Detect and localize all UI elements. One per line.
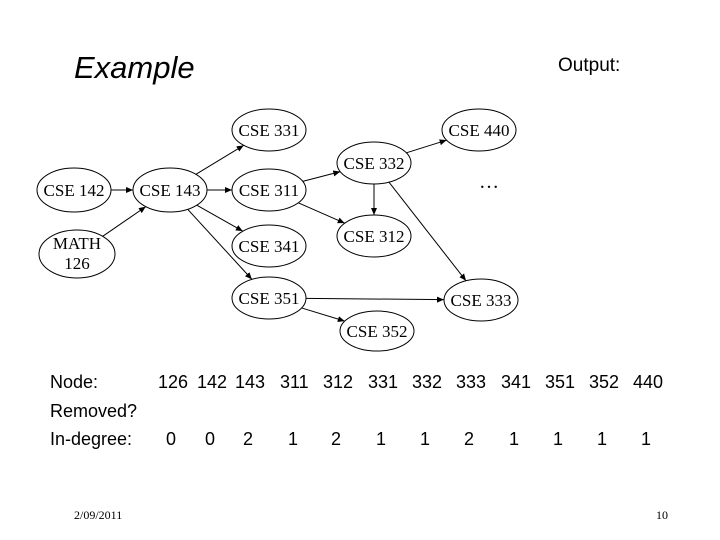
table-row-label: Node:	[50, 372, 99, 392]
edge-cse311-cse312	[298, 202, 345, 224]
node-ellipse	[441, 108, 517, 152]
table-cell: 312	[323, 372, 354, 392]
node-label: CSE 311	[239, 181, 299, 200]
node-ellipse	[231, 168, 307, 212]
table-cell: 331	[368, 372, 399, 392]
output-label: Output:	[558, 55, 621, 76]
table-cell: 1	[641, 429, 652, 449]
table-cell: 2	[331, 429, 342, 449]
table-cell: 2	[464, 429, 475, 449]
node-ellipse	[336, 214, 412, 258]
node-label: CSE 351	[239, 289, 300, 308]
node-cse352: CSE 352	[339, 310, 415, 352]
node-cse311: CSE 311	[231, 168, 307, 212]
edge-cse351-cse352	[301, 307, 345, 322]
node-cse341: CSE 341	[231, 224, 307, 268]
node-label: CSE 331	[239, 121, 300, 140]
node-ellipse	[231, 108, 307, 152]
node-label: CSE 143	[140, 181, 201, 200]
table-cell: 341	[501, 372, 532, 392]
edge-cse143-cse351	[187, 208, 253, 280]
table-cell: 1	[553, 429, 564, 449]
node-cse143: CSE 143	[132, 167, 208, 213]
table-cell: 1	[288, 429, 299, 449]
node-cse142: CSE 142	[36, 167, 112, 213]
table-cell: 1	[509, 429, 520, 449]
edge-cse143-cse331	[195, 144, 244, 175]
node-ellipse	[38, 229, 116, 279]
table-cell: 142	[197, 372, 228, 392]
node-cse332: CSE 332	[336, 141, 412, 185]
node-ellipse	[339, 310, 415, 352]
node-ellipse	[336, 141, 412, 185]
table-cell: 1	[420, 429, 431, 449]
edge-cse143-cse341	[196, 204, 244, 232]
node-label: MATH	[53, 234, 101, 253]
table-cell: 440	[633, 372, 664, 392]
table-cell: 0	[205, 429, 216, 449]
node-label: CSE 142	[44, 181, 105, 200]
table-cell: 1	[597, 429, 608, 449]
node-cse312: CSE 312	[336, 214, 412, 258]
footer-date: 2/09/2011	[74, 508, 123, 522]
table-cell: 143	[235, 372, 266, 392]
node-label: CSE 341	[239, 237, 300, 256]
table-cell: 126	[158, 372, 189, 392]
node-label: CSE 440	[449, 121, 510, 140]
table-cell: 0	[166, 429, 177, 449]
node-cse351: CSE 351	[231, 276, 307, 320]
node-cse333: CSE 333	[443, 278, 519, 322]
node-ellipse	[231, 276, 307, 320]
table-cell: 332	[412, 372, 443, 392]
node-label: CSE 333	[451, 291, 512, 310]
edges-layer	[102, 139, 467, 322]
table-row-label: In-degree:	[50, 429, 133, 449]
node-ellipse	[36, 167, 112, 213]
node-ellipse	[443, 278, 519, 322]
node-label: CSE 332	[344, 154, 405, 173]
slide-title: Example	[74, 50, 195, 85]
node-cse331: CSE 331	[231, 108, 307, 152]
table-cell: 333	[456, 372, 487, 392]
table-cell: 1	[376, 429, 387, 449]
table-cell: 311	[280, 372, 309, 392]
table-cell: 2	[243, 429, 254, 449]
node-label-line2: 126	[64, 254, 90, 273]
edge-math126-cse143	[102, 206, 147, 237]
node-ellipse	[231, 224, 307, 268]
ellipsis-text: …	[479, 171, 499, 193]
table-cell: 352	[589, 372, 620, 392]
edge-cse332-cse333	[388, 181, 467, 282]
node-label: CSE 312	[344, 227, 405, 246]
edge-cse332-cse440	[406, 139, 447, 154]
node-label: CSE 352	[347, 322, 408, 341]
table-row-label: Removed?	[50, 401, 138, 421]
page-number: 10	[656, 508, 668, 522]
edge-cse311-cse332	[302, 170, 341, 182]
node-cse440: CSE 440	[441, 108, 517, 152]
edge-cse351-cse333	[305, 296, 445, 303]
table-cell: 351	[545, 372, 576, 392]
node-ellipse	[132, 167, 208, 213]
